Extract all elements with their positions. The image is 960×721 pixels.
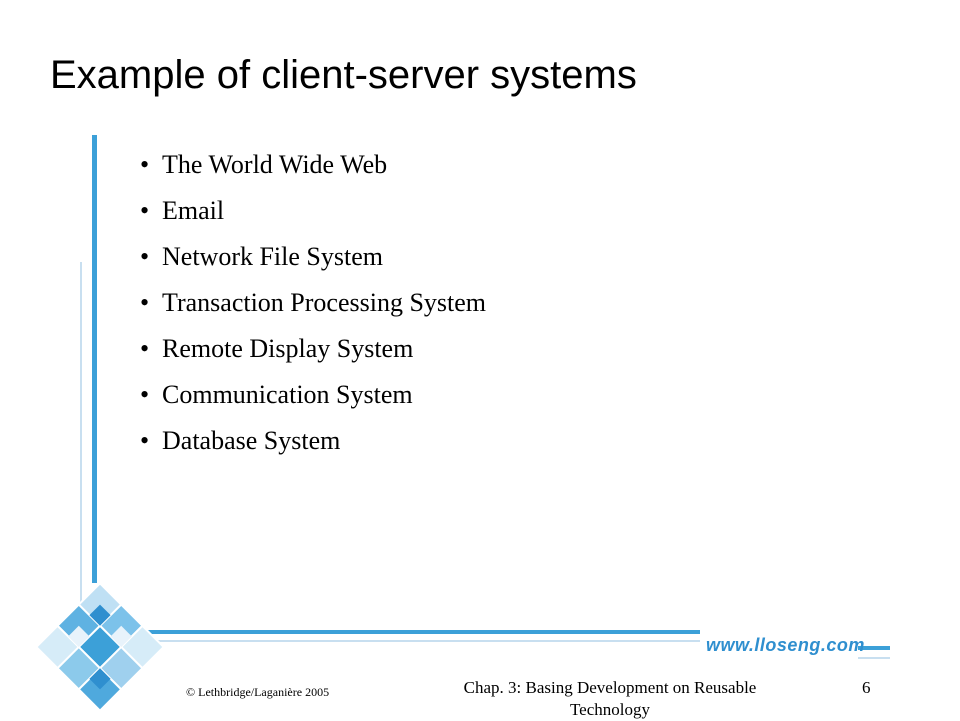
- frame-right-line: [858, 646, 890, 650]
- bullet-text: Transaction Processing System: [162, 288, 487, 317]
- website-url: www.lloseng.com: [706, 635, 865, 655]
- tiled-diamond-logo-icon: [34, 585, 166, 710]
- frame-horizontal-thin-line: [140, 640, 700, 642]
- bullet-dot: •: [140, 150, 150, 179]
- bullet-text: Email: [162, 196, 225, 225]
- frame-horizontal-line: [140, 630, 700, 634]
- bullet-text: Communication System: [162, 380, 413, 409]
- list-item: • Email: [140, 188, 486, 234]
- bullet-dot: •: [140, 334, 150, 363]
- frame-vertical-thin-line: [80, 262, 82, 610]
- bullet-dot: •: [140, 380, 150, 409]
- frame-vertical-line: [92, 135, 97, 583]
- footer-copyright: © Lethbridge/Laganière 2005: [186, 685, 330, 699]
- bullet-dot: •: [140, 196, 150, 225]
- bullet-dot: •: [140, 426, 150, 455]
- list-item: • Communication System: [140, 372, 486, 418]
- bullet-dot: •: [140, 242, 150, 271]
- list-item: • Network File System: [140, 234, 486, 280]
- bullet-dot: •: [140, 288, 150, 317]
- footer-chapter-title: Chap. 3: Basing Development on Reusable …: [463, 678, 757, 719]
- bullet-text: Remote Display System: [162, 334, 414, 363]
- bullet-text: Network File System: [162, 242, 383, 271]
- list-item: • Remote Display System: [140, 326, 486, 372]
- list-item: • Database System: [140, 418, 486, 464]
- bullet-list: • The World Wide Web • Email • Network File…: [140, 142, 486, 464]
- bullet-text: The World Wide Web: [162, 150, 388, 179]
- page-number: 6: [862, 678, 871, 697]
- list-item: • The World Wide Web: [140, 142, 486, 188]
- list-item: • Transaction Processing System: [140, 280, 486, 326]
- frame-right-thin-line: [858, 657, 890, 659]
- bullet-text: Database System: [162, 426, 341, 455]
- slide-title: Example of client-server systems: [50, 53, 637, 97]
